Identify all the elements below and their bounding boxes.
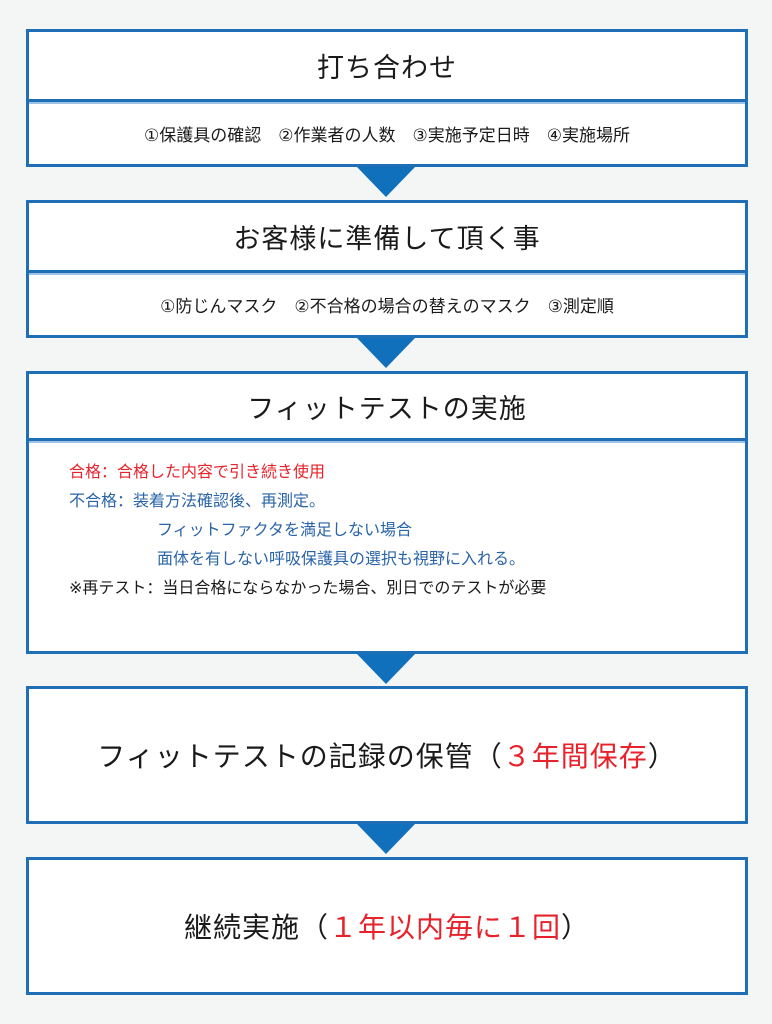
continuation-close-paren: ） [561,911,591,944]
step-continuation-title: 継続実施（１年以内毎に１回） [29,860,745,992]
record-storage-close-paren: ） [647,740,677,773]
arrow-down-icon [357,338,415,368]
step-customer-prep-title: お客様に準備して頂く事 [29,203,745,273]
fail-condition-line: フィットファクタを満足しない場合 [157,520,413,539]
step-customer-prep-items: ①防じんマスク ②不合格の場合の替えのマスク ③測定順 [160,296,614,317]
step-continuation-box: 継続実施（１年以内毎に１回） [26,857,748,995]
step-meeting-title: 打ち合わせ [29,32,745,102]
fail-alternative-line: 面体を有しない呼吸保護具の選択も視野に入れる。 [157,549,526,568]
step-customer-prep-box: お客様に準備して頂く事 ①防じんマスク ②不合格の場合の替えのマスク ③測定順 [26,200,748,338]
fit-test-details: 合格：合格した内容で引き続き使用 不合格：装着方法確認後、再測定。 フィットファ… [29,441,745,602]
fail-result-line: 不合格：装着方法確認後、再測定。 [69,491,326,510]
step-record-storage-box: フィットテストの記録の保管（３年間保存） [26,686,748,824]
step-fit-test-title: フィットテストの実施 [29,374,745,441]
retest-note-line: ※再テスト：当日合格にならなかった場合、別日でのテストが必要 [69,578,547,597]
step-record-storage-title: フィットテストの記録の保管（３年間保存） [29,689,745,821]
arrow-down-icon [357,167,415,197]
continuation-frequency: １年以内毎に１回 [328,911,561,944]
pass-result-line: 合格：合格した内容で引き続き使用 [69,462,326,481]
record-retention-period: ３年間保存 [502,740,648,773]
record-storage-label: フィットテストの記録の保管（ [97,740,503,773]
arrow-down-icon [357,654,415,684]
step-meeting-box: 打ち合わせ ①保護具の確認 ②作業者の人数 ③実施予定日時 ④実施場所 [26,29,748,167]
step-fit-test-box: フィットテストの実施 合格：合格した内容で引き続き使用 不合格：装着方法確認後、… [26,371,748,654]
arrow-down-icon [357,824,415,854]
continuation-label: 継続実施（ [183,911,329,944]
step-meeting-items: ①保護具の確認 ②作業者の人数 ③実施予定日時 ④実施場所 [144,125,630,146]
